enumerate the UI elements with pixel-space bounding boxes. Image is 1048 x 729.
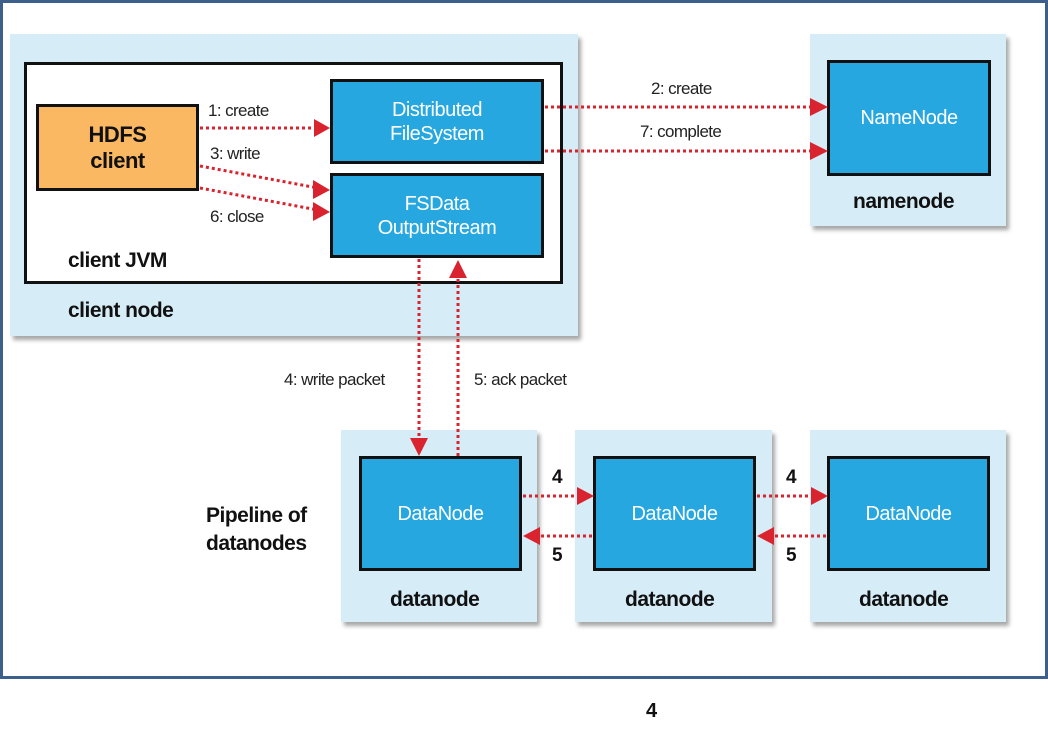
- distributed-filesystem-box: Distributed FileSystem: [330, 79, 544, 164]
- pipeline-label-line1: Pipeline of: [206, 504, 307, 527]
- hdfs-client-line2: client: [90, 147, 145, 173]
- page-number: 4: [646, 700, 658, 722]
- edge-label-5-ack-packet: 5: ack packet: [474, 370, 567, 389]
- namenode-box: NameNode: [827, 60, 991, 176]
- fsdata-line2: OutputStream: [377, 216, 497, 239]
- datanode-label-3: datanode: [859, 588, 949, 611]
- dfs-line1: Distributed: [391, 98, 483, 121]
- datanode-box-1: DataNode: [359, 456, 522, 571]
- client-jvm-label: client JVM: [68, 249, 167, 272]
- pipe-ack-label-2: 5: [786, 545, 797, 566]
- pipe-fwd-label-1: 4: [552, 467, 563, 488]
- datanode-box-3: DataNode: [827, 456, 990, 571]
- datanode-label-1: datanode: [390, 588, 480, 611]
- edge-label-4-write-packet: 4: write packet: [284, 370, 385, 389]
- fsdata-outputstream-box: FSData OutputStream: [330, 173, 544, 258]
- fsdata-line1: FSData: [404, 192, 470, 215]
- edge-label-1-create: 1: create: [208, 101, 269, 120]
- edge-label-7-complete: 7: complete: [640, 122, 722, 141]
- namenode-label: namenode: [853, 190, 955, 213]
- edge-label-6-close: 6: close: [210, 207, 264, 226]
- datanode-label-2: datanode: [625, 588, 715, 611]
- hdfs-client-box: HDFS client: [36, 104, 199, 191]
- hdfs-client-line1: HDFS: [88, 121, 147, 147]
- namenode-inner-label: NameNode: [860, 107, 958, 129]
- datanode-box-2: DataNode: [593, 456, 756, 571]
- pipeline-label-line2: datanodes: [206, 532, 307, 555]
- datanode-inner-label: DataNode: [865, 502, 952, 525]
- pipe-ack-label-1: 5: [552, 545, 563, 566]
- pipeline-label: Pipeline of datanodes: [206, 502, 307, 558]
- client-node-label: client node: [68, 299, 174, 322]
- edge-label-2-create: 2: create: [651, 79, 712, 98]
- edge-label-3-write: 3: write: [210, 144, 261, 163]
- datanode-inner-label: DataNode: [397, 502, 484, 525]
- datanode-inner-label: DataNode: [631, 502, 718, 525]
- pipe-fwd-label-2: 4: [786, 467, 797, 488]
- dfs-line2: FileSystem: [390, 122, 484, 145]
